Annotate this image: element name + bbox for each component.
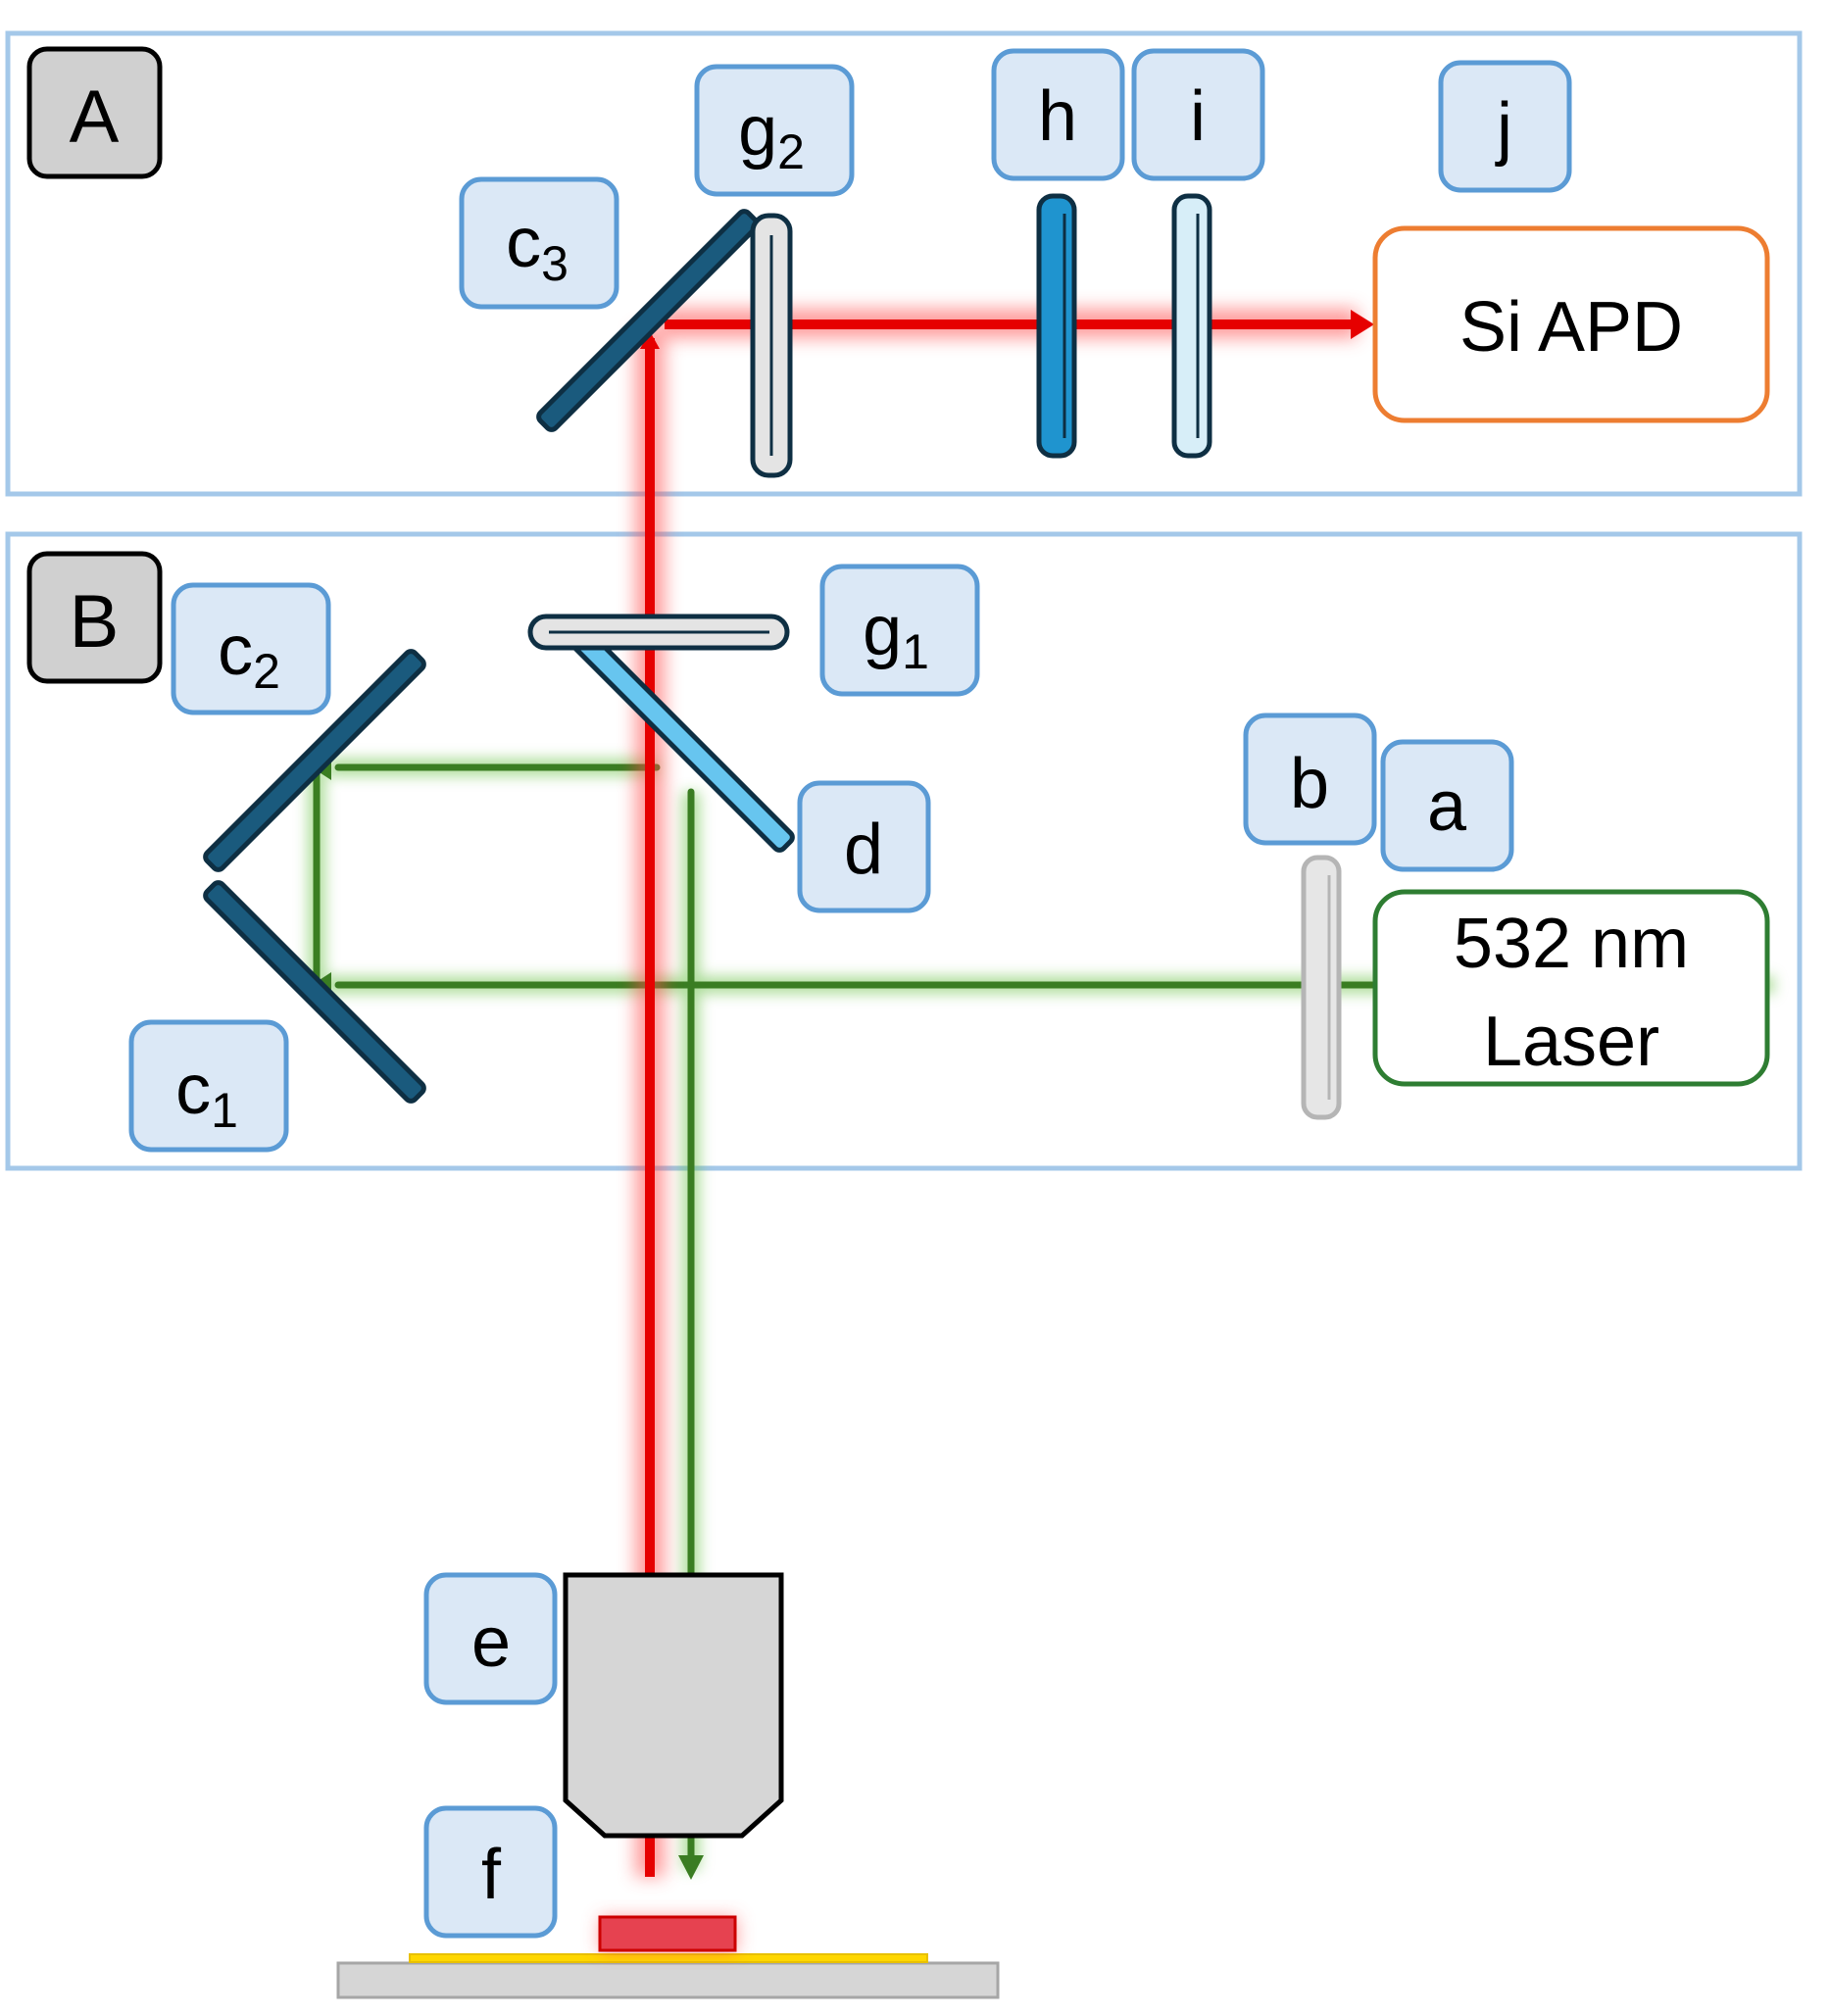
sample-stage — [336, 1915, 1000, 1999]
laser-line1-text: 532 nm — [1454, 905, 1689, 983]
green-arrowhead-sample — [678, 1855, 704, 1880]
panel-a-tag: A — [26, 46, 163, 179]
red-arrowhead-apd — [1351, 310, 1374, 339]
panel-b-tag-text: B — [70, 580, 120, 664]
label-c2-text: c2 — [218, 612, 280, 699]
label-f-text: f — [481, 1836, 502, 1914]
label-i-text: i — [1190, 77, 1206, 156]
label-a: a — [1380, 739, 1514, 872]
label-i: i — [1131, 48, 1265, 181]
label-d: d — [797, 780, 931, 913]
filter-b — [1301, 855, 1342, 1120]
mirror-c3 — [536, 209, 760, 432]
label-j: j — [1438, 60, 1572, 193]
label-g1-text: g1 — [863, 592, 929, 679]
label-b: b — [1243, 713, 1377, 846]
filter-i — [1171, 193, 1212, 459]
label-c1: c1 — [128, 1019, 289, 1153]
sample-flake — [598, 1915, 737, 1952]
label-c1-text: c1 — [175, 1051, 238, 1138]
label-c3-text: c3 — [506, 204, 568, 291]
panel-b-tag: B — [26, 551, 163, 684]
lens-g2 — [750, 213, 793, 478]
label-h: h — [991, 48, 1125, 181]
laser-line2-text: Laser — [1483, 1003, 1659, 1081]
label-e-text: e — [471, 1603, 511, 1682]
panel-b-frame — [5, 531, 1803, 1171]
objective-e — [563, 1572, 784, 1839]
label-h-text: h — [1038, 77, 1077, 156]
label-f: f — [423, 1805, 558, 1939]
label-b-text: b — [1290, 745, 1329, 823]
si-apd-detector: Si APD — [1372, 225, 1770, 423]
label-g2-text: g2 — [738, 92, 805, 179]
label-c2: c2 — [171, 582, 331, 715]
mirror-c2 — [203, 649, 426, 872]
red-arrowhead-c3 — [640, 331, 660, 349]
label-a-text: a — [1427, 767, 1467, 846]
mirror-c1 — [203, 880, 426, 1104]
filter-h — [1036, 193, 1077, 459]
label-j-text: j — [1495, 89, 1512, 168]
label-c3: c3 — [459, 176, 619, 310]
panel-a-frame — [5, 30, 1803, 497]
laser-532: 532 nm Laser — [1372, 889, 1770, 1087]
label-g2: g2 — [694, 64, 855, 197]
lens-g1 — [527, 614, 790, 651]
si-apd-text: Si APD — [1459, 288, 1683, 367]
label-d-text: d — [844, 811, 883, 889]
panel-a-tag-text: A — [70, 75, 120, 159]
label-g1: g1 — [819, 564, 980, 697]
label-e: e — [423, 1572, 558, 1705]
